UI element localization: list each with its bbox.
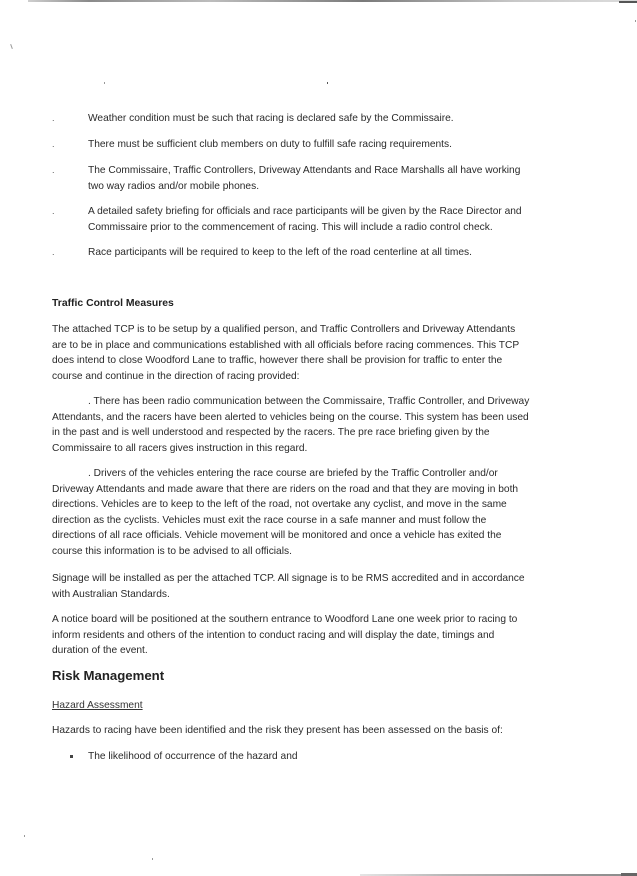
bullet-marker: .	[52, 206, 55, 216]
scan-speck	[152, 858, 153, 860]
notice-board-paragraph: A notice board will be positioned at the…	[52, 614, 518, 657]
section-heading-traffic-control: Traffic Control Measures	[52, 298, 174, 309]
scan-speck	[10, 43, 13, 50]
hazard-basis-text: The likelihood of occurrence of the haza…	[88, 751, 298, 762]
scan-speck	[24, 835, 25, 837]
scan-edge-bottom-mark	[621, 873, 637, 876]
bullet-marker: .	[52, 247, 55, 257]
bullet-marker: .	[52, 165, 55, 175]
square-bullet-icon	[70, 755, 73, 758]
signage-paragraph: Signage will be installed as per the att…	[52, 573, 525, 600]
safety-condition-text: There must be sufficient club members on…	[88, 139, 452, 150]
safety-condition-text: The Commissaire, Traffic Controllers, Dr…	[88, 165, 521, 192]
safety-condition-text: Weather condition must be such that raci…	[88, 113, 454, 124]
safety-condition-text: Race participants will be required to ke…	[88, 247, 472, 258]
traffic-condition-paragraph: . There has been radio communication bet…	[52, 394, 530, 456]
section-heading-risk-management: Risk Management	[52, 668, 165, 683]
subheading-hazard-assessment: Hazard Assessment	[52, 700, 143, 711]
safety-condition-text: A detailed safety briefing for officials…	[88, 206, 522, 233]
scan-speck	[635, 20, 636, 22]
scan-edge-bottom	[360, 874, 637, 876]
scan-edge-top-mark	[619, 1, 637, 3]
traffic-condition-text: . Drivers of the vehicles entering the r…	[52, 468, 519, 557]
traffic-condition-paragraph: . Drivers of the vehicles entering the r…	[52, 466, 530, 560]
hazard-intro: Hazards to racing have been identified a…	[52, 725, 503, 736]
bullet-marker: .	[52, 139, 55, 149]
scan-speck	[104, 82, 105, 84]
scan-speck	[327, 82, 328, 84]
traffic-condition-text: . There has been radio communication bet…	[52, 396, 530, 454]
scan-edge-top	[28, 0, 637, 2]
bullet-marker: .	[52, 113, 55, 123]
traffic-control-intro: The attached TCP is to be setup by a qua…	[52, 324, 519, 382]
